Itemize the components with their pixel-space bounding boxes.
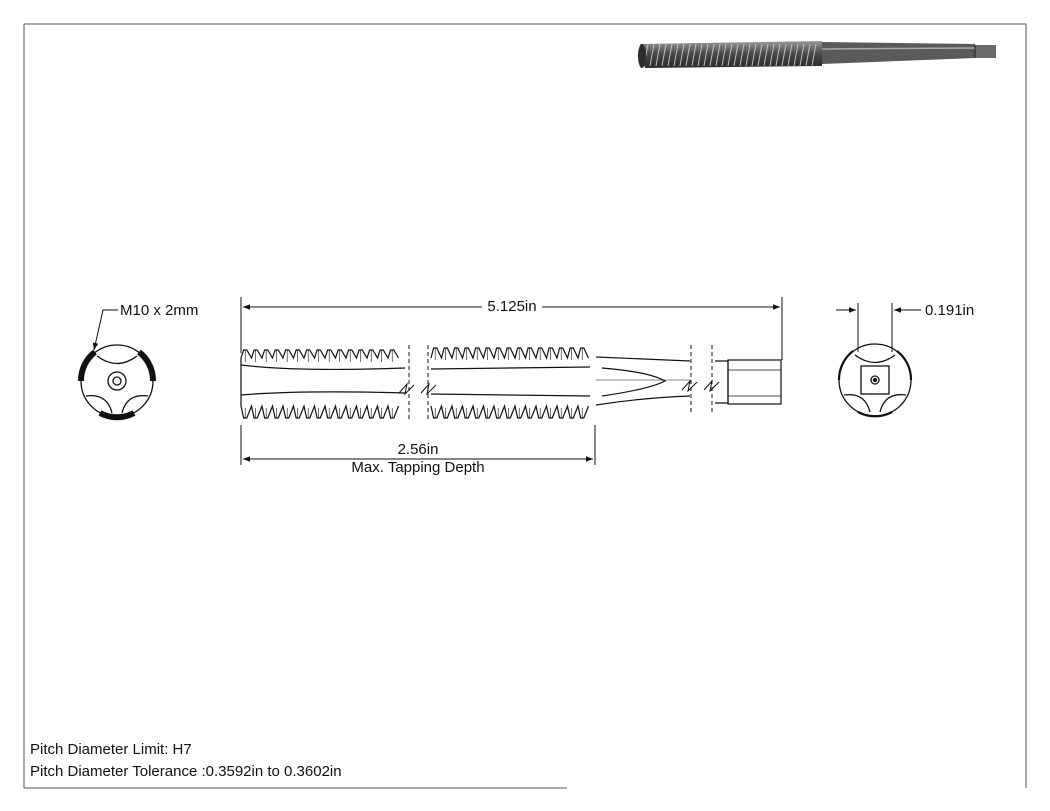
iso-thread-highlight bbox=[769, 43, 775, 67]
iso-thread-highlight bbox=[733, 43, 739, 67]
iso-thread-highlight bbox=[703, 43, 709, 67]
iso-thread-highlight bbox=[649, 43, 655, 67]
break-lines bbox=[398, 345, 720, 420]
iso-thread-highlight bbox=[661, 43, 667, 67]
thread-size-label: M10 x 2mm bbox=[120, 302, 198, 319]
sheet-border bbox=[23, 23, 1027, 789]
iso-thread-highlight bbox=[655, 43, 661, 67]
iso-thread-highlight bbox=[751, 43, 757, 67]
overall-length-label: 5.125in bbox=[487, 298, 536, 315]
iso-thread-highlight bbox=[775, 43, 781, 67]
iso-thread-highlight bbox=[709, 43, 715, 67]
thread-crest-bottom bbox=[430, 403, 590, 419]
iso-thread-highlight bbox=[793, 43, 799, 67]
iso-thread-highlight bbox=[739, 43, 745, 67]
iso-thread-highlight bbox=[811, 43, 817, 67]
thread-crest-top bbox=[240, 349, 400, 360]
thread-crest-bottom bbox=[240, 403, 400, 419]
iso-thread-highlight bbox=[721, 43, 727, 67]
pitch-diameter-tolerance-note: Pitch Diameter Tolerance :0.3592in to 0.… bbox=[30, 763, 342, 780]
end-view-shank-side bbox=[837, 343, 913, 418]
iso-thread-highlight bbox=[799, 43, 805, 67]
iso-thread-highlight bbox=[787, 43, 793, 67]
isometric-tap-preview bbox=[638, 41, 996, 68]
iso-thread-highlight bbox=[715, 43, 721, 67]
iso-thread-highlight bbox=[727, 43, 733, 67]
tapping-depth-dimension bbox=[240, 425, 596, 465]
iso-thread-highlight bbox=[697, 43, 703, 67]
thread-size-leader bbox=[92, 309, 118, 351]
tap-side-view bbox=[240, 347, 782, 419]
iso-thread-highlight bbox=[679, 43, 685, 67]
iso-thread-highlight bbox=[805, 43, 811, 67]
tapping-depth-label: 2.56in bbox=[398, 441, 439, 458]
end-view-thread-side bbox=[77, 344, 157, 421]
iso-thread-highlight bbox=[757, 43, 763, 67]
drawing-notes: Pitch Diameter Limit: H7 Pitch Diameter … bbox=[30, 739, 342, 783]
iso-thread-highlight bbox=[673, 43, 679, 67]
iso-thread-highlight bbox=[763, 43, 769, 67]
thread-crest-top bbox=[430, 347, 590, 360]
iso-thread-highlight bbox=[745, 43, 751, 67]
iso-thread-highlight bbox=[691, 43, 697, 67]
shank-square-label: 0.191in bbox=[925, 302, 974, 319]
pitch-diameter-limit-note: Pitch Diameter Limit: H7 bbox=[30, 741, 192, 758]
iso-thread-highlight bbox=[781, 43, 787, 67]
overall-length-dimension bbox=[240, 297, 783, 360]
iso-thread-highlight bbox=[685, 43, 691, 67]
shank-square-dimension bbox=[836, 303, 921, 352]
tapping-depth-caption: Max. Tapping Depth bbox=[351, 459, 484, 476]
iso-thread-highlight bbox=[667, 43, 673, 67]
